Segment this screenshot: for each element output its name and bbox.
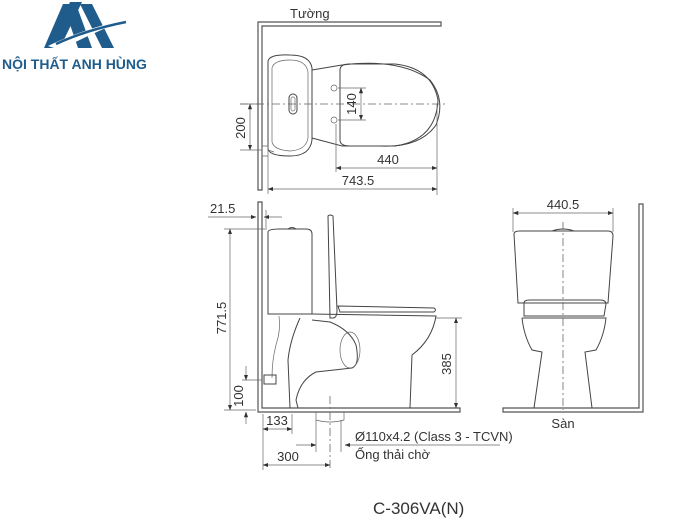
front-view: 440.5 Sàn [502, 197, 644, 431]
dim-bolt-spacing: 140 [344, 93, 359, 115]
dim-supply-height: 100 [231, 385, 246, 407]
top-view: Tường 140 200 440 743.5 [233, 6, 446, 195]
side-view: 21.5 771.5 100 385 [208, 201, 513, 470]
lid-side [327, 214, 338, 319]
dim-bowl-length: 440 [377, 152, 399, 167]
tank-side [267, 228, 313, 315]
dim-overall-height: 771.5 [214, 302, 229, 335]
bowl-top [311, 62, 441, 147]
tank-top [267, 54, 313, 157]
supply-hose [271, 315, 280, 379]
dim-overall-depth: 743.5 [342, 173, 375, 188]
bowl-side [311, 313, 437, 409]
dim-front-width: 440.5 [547, 197, 580, 212]
seat-top [339, 63, 439, 147]
tank-front [513, 230, 614, 304]
wall-label: Tường [290, 6, 330, 21]
wall-floor-outline [257, 201, 461, 413]
dim-supply-from-wall: 133 [266, 413, 288, 428]
brand-name: NỘI THẤT ANH HÙNG [2, 56, 147, 72]
dim-supply-offset: 200 [233, 117, 248, 139]
dim-wall-gap: 21.5 [210, 201, 235, 216]
floor-label: Sàn [551, 416, 574, 431]
supply-valve [263, 374, 277, 385]
seat-side [337, 305, 436, 313]
dim-drain-from-wall: 300 [277, 449, 299, 464]
seat-front [523, 299, 607, 317]
drain-label: Ống thải chờ [355, 447, 430, 462]
bowl-front [522, 317, 607, 409]
model-number: C-306VA(N) [373, 499, 464, 518]
brand-logo: NỘI THẤT ANH HÙNG [0, 0, 180, 80]
wall-outline [257, 21, 442, 191]
drain-spec: Ø110x4.2 (Class 3 - TCVN) [355, 429, 513, 444]
dim-bowl-height: 385 [439, 353, 454, 375]
wall-floor-outline [502, 203, 644, 413]
ah-triangle-logo-icon [44, 2, 130, 50]
